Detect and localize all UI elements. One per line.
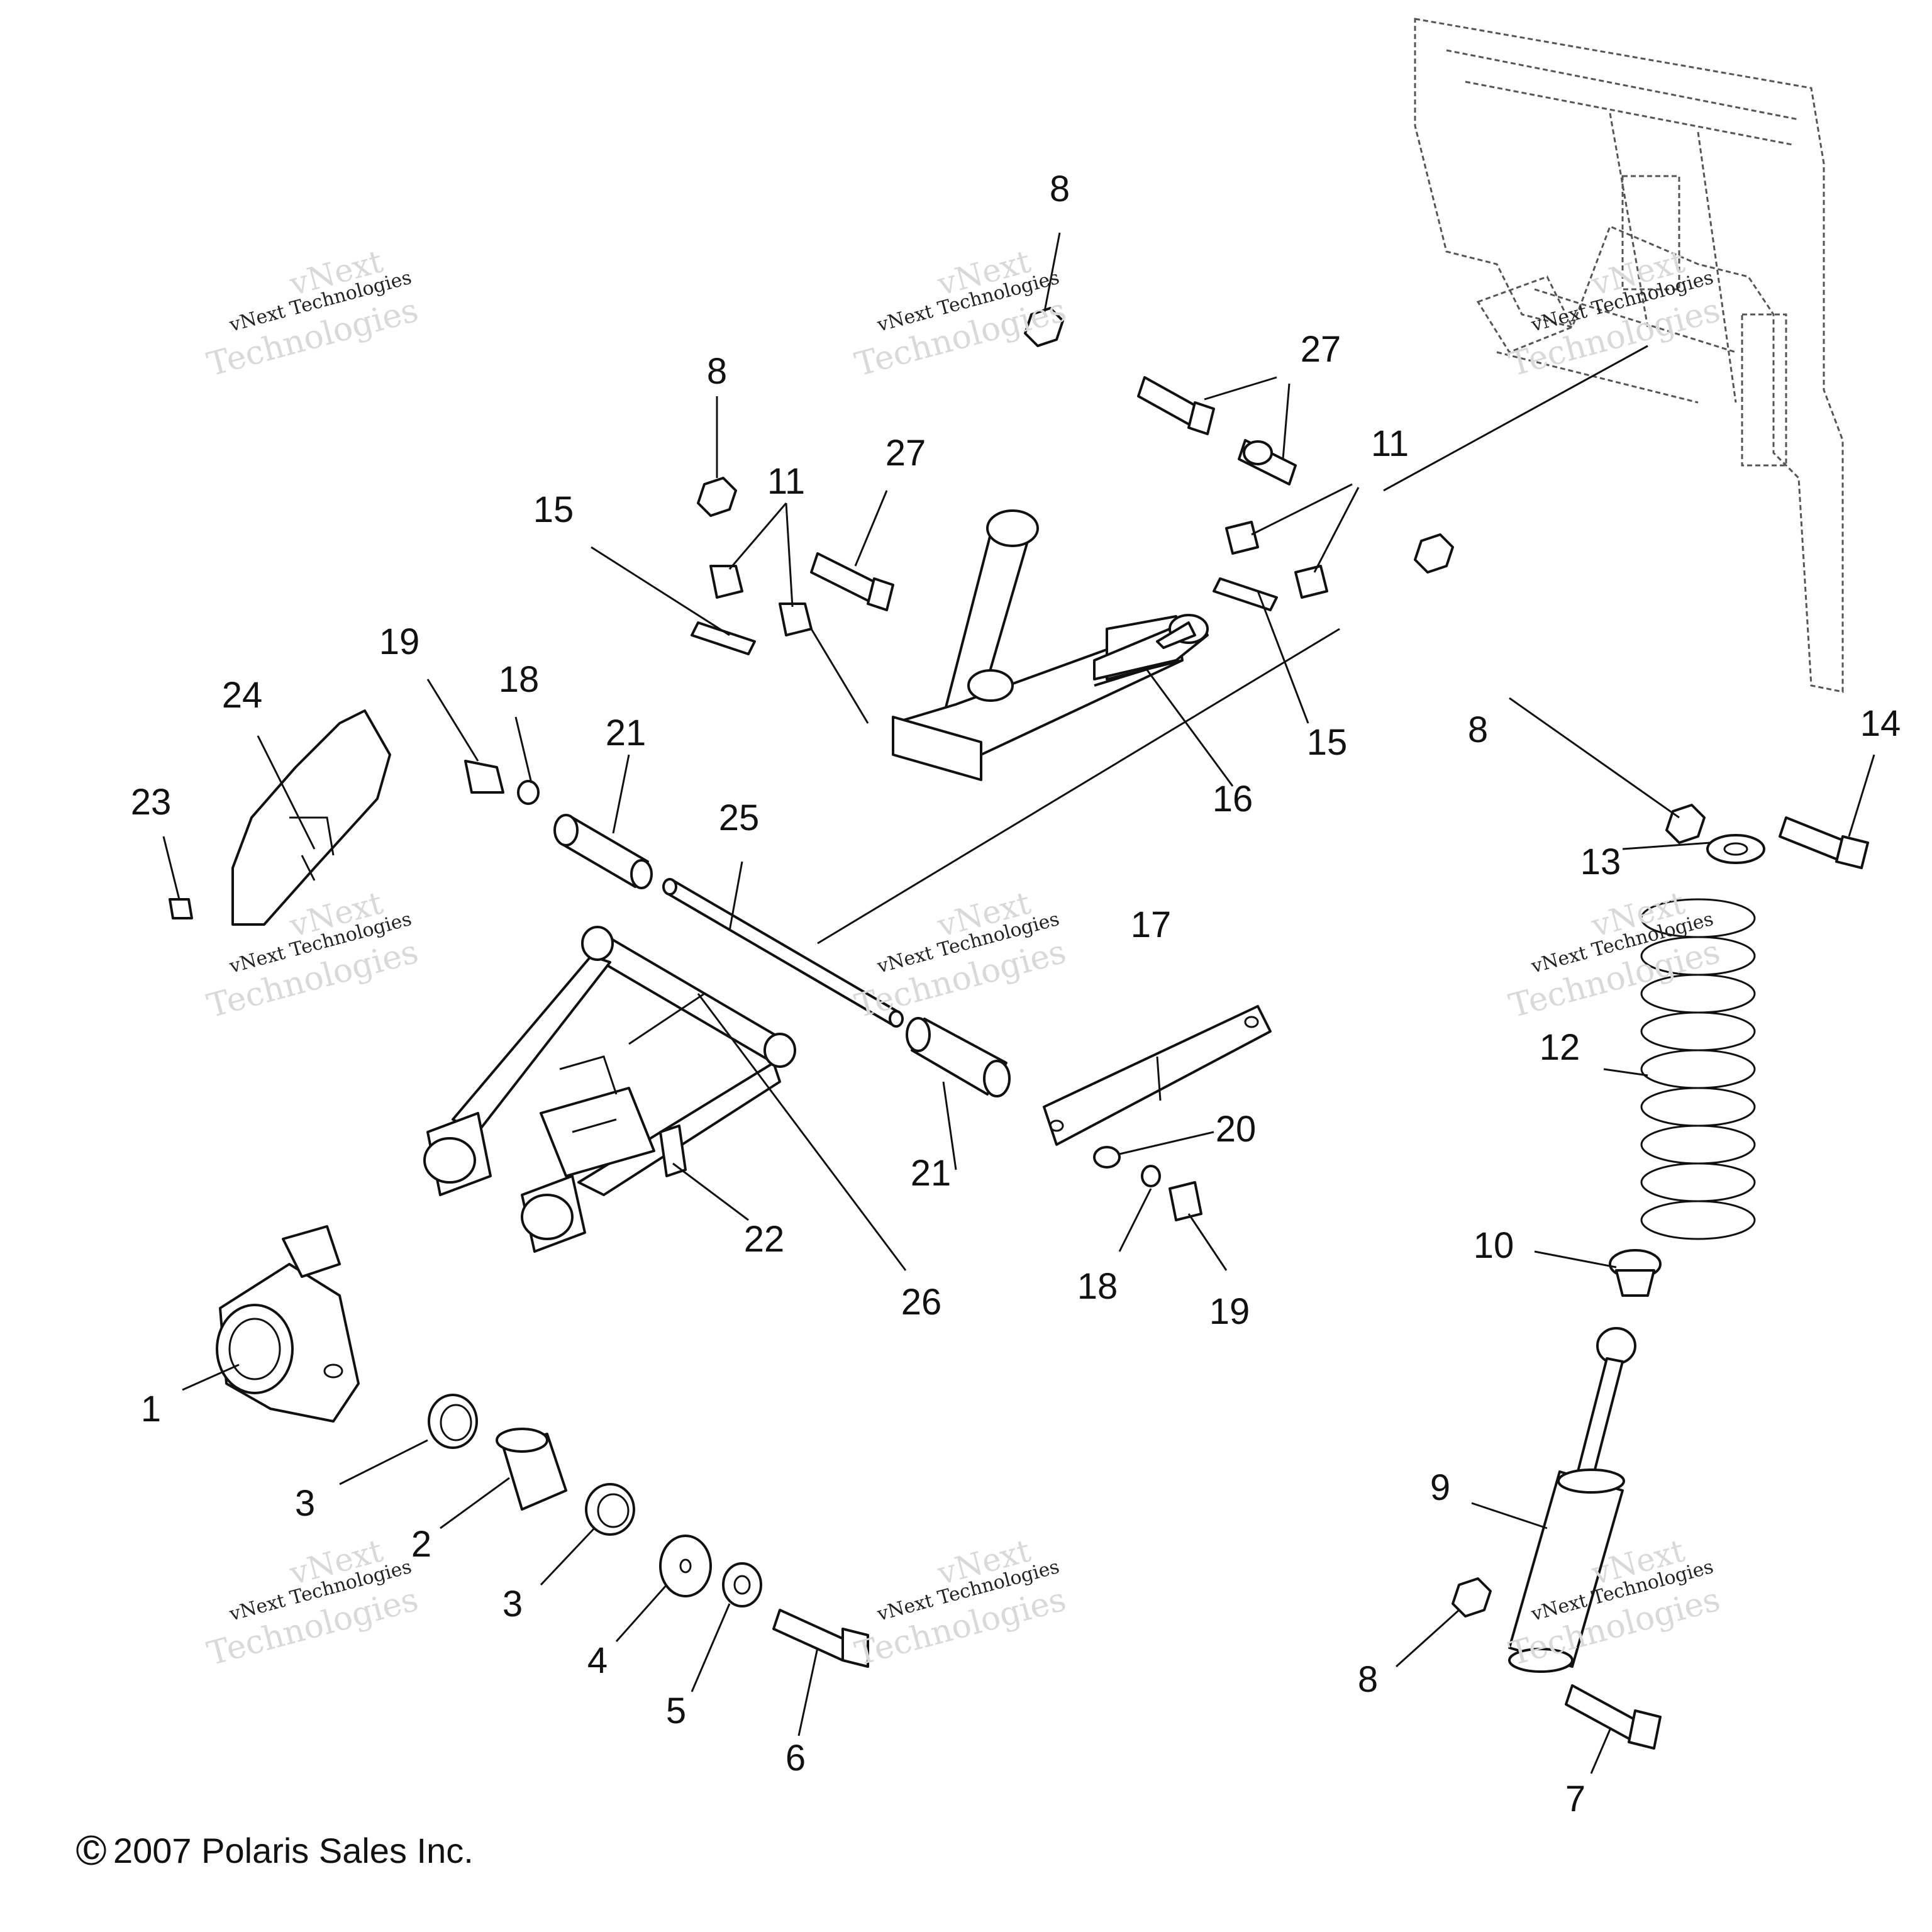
bushing-21-lower bbox=[906, 1017, 1011, 1097]
callout-6: 6 bbox=[786, 1738, 806, 1779]
callout-8-left: 8 bbox=[707, 351, 727, 392]
callout-23: 23 bbox=[131, 782, 172, 823]
callout-19-right: 19 bbox=[1209, 1291, 1250, 1332]
callout-labels: 8 8 27 27 11 11 15 15 19 18 21 25 16 8 2… bbox=[131, 169, 1901, 1819]
copyright-notice: c 2007 Polaris Sales Inc. bbox=[76, 1827, 474, 1870]
callout-12: 12 bbox=[1540, 1027, 1580, 1068]
callout-24: 24 bbox=[222, 675, 263, 716]
callout-3-lower: 3 bbox=[502, 1584, 523, 1624]
callout-10: 10 bbox=[1474, 1225, 1514, 1266]
callout-25: 25 bbox=[719, 797, 760, 838]
vehicle-frame bbox=[1414, 18, 1844, 693]
callout-8-bottom: 8 bbox=[1358, 1659, 1378, 1700]
callout-9: 9 bbox=[1430, 1467, 1450, 1508]
callout-16: 16 bbox=[1213, 779, 1253, 819]
lower-a-arm bbox=[423, 926, 796, 1253]
small-parts bbox=[169, 307, 1869, 1750]
copyright-text: 2007 Polaris Sales Inc. bbox=[113, 1831, 474, 1870]
callout-11-right: 11 bbox=[1371, 423, 1409, 464]
callout-20: 20 bbox=[1216, 1109, 1257, 1150]
callout-11-left: 11 bbox=[767, 461, 805, 502]
callout-14: 14 bbox=[1860, 703, 1901, 744]
callout-4: 4 bbox=[587, 1640, 608, 1681]
callout-21-upper: 21 bbox=[606, 713, 647, 753]
callout-22: 22 bbox=[744, 1219, 785, 1260]
knuckle-1 bbox=[216, 1225, 360, 1423]
callout-21-lower: 21 bbox=[911, 1153, 952, 1194]
coil-spring-12 bbox=[1640, 898, 1756, 1240]
shock-absorber-9 bbox=[1508, 1327, 1636, 1673]
callout-8-top: 8 bbox=[1050, 169, 1070, 209]
bar-17 bbox=[1043, 1005, 1272, 1146]
copyright-symbol: c bbox=[82, 1827, 100, 1867]
leader-lines bbox=[162, 232, 1875, 1774]
callout-8-mid: 8 bbox=[1468, 709, 1488, 750]
bushing-21-upper bbox=[553, 814, 653, 889]
shaft bbox=[662, 878, 904, 1028]
callout-27-right: 27 bbox=[1301, 329, 1341, 370]
callout-26: 26 bbox=[901, 1282, 942, 1323]
upper-a-arm bbox=[892, 509, 1209, 781]
callout-27-left: 27 bbox=[886, 433, 926, 474]
callout-18-right: 18 bbox=[1077, 1266, 1118, 1307]
callout-3-top: 3 bbox=[295, 1483, 315, 1524]
callout-2: 2 bbox=[411, 1524, 431, 1565]
callout-15-right: 15 bbox=[1307, 722, 1348, 763]
callout-5: 5 bbox=[666, 1690, 686, 1731]
callout-13: 13 bbox=[1580, 841, 1621, 882]
callout-17: 17 bbox=[1131, 904, 1172, 945]
callout-1: 1 bbox=[141, 1389, 161, 1430]
callout-15-left: 15 bbox=[533, 489, 574, 530]
watermarks: vNext vNext Technologies Technologies vN… bbox=[203, 243, 1724, 1673]
callout-19-left: 19 bbox=[379, 621, 420, 662]
callout-7: 7 bbox=[1565, 1779, 1585, 1819]
callout-18-left: 18 bbox=[499, 659, 540, 700]
